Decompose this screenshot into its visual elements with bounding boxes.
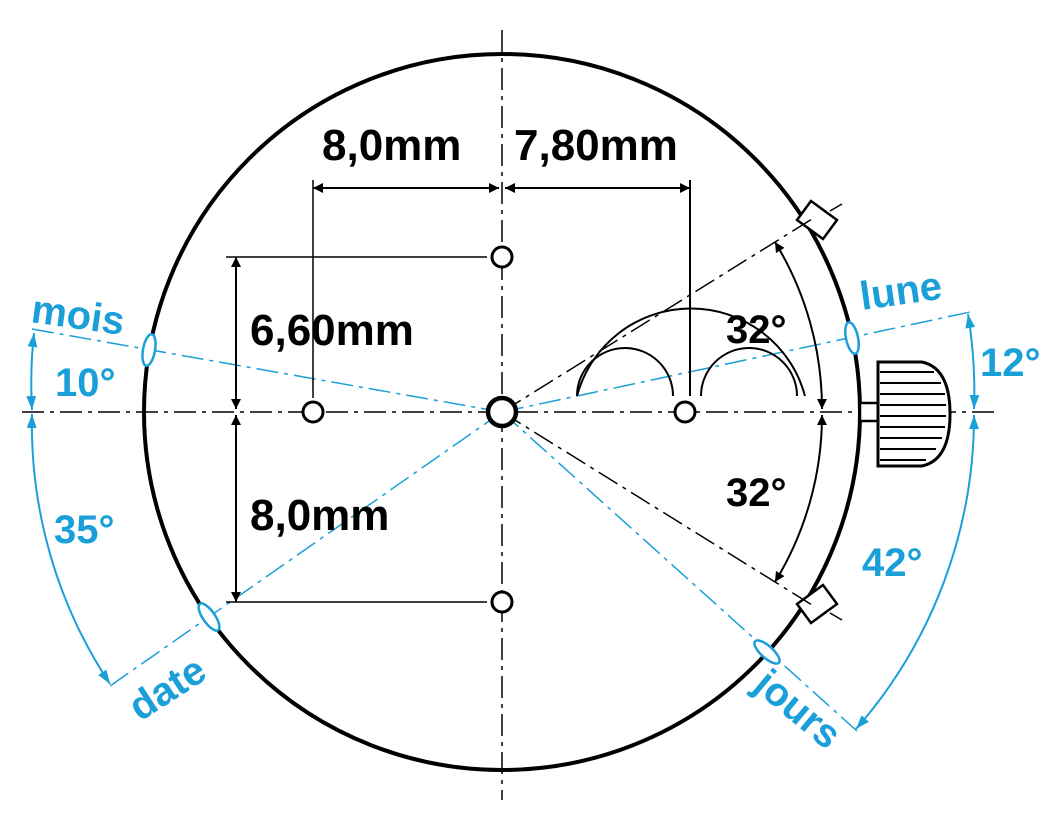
jours-angle-label: 42° (862, 541, 923, 585)
mois-indicator-mark (141, 332, 157, 368)
left-offset-label: 8,0mm (322, 121, 461, 170)
upper-pusher-angle-label: 32° (726, 308, 787, 352)
pusher-icon (795, 199, 843, 241)
upper-pusher-axis (501, 218, 813, 413)
lune-label: lune (857, 264, 945, 319)
date-indicator-mark (197, 602, 221, 632)
lune-indicator-mark (844, 321, 860, 355)
lower-pusher-angle-label: 32° (726, 471, 787, 515)
mois-label: mois (29, 287, 128, 344)
watch-crown-icon (858, 360, 952, 468)
jours-axis (501, 411, 858, 732)
lune-angle-arc (965, 313, 980, 410)
moon-phase-aperture-icon (576, 180, 806, 397)
upper-offset-label: 6,60mm (250, 306, 414, 355)
lune-angle-label: 12° (980, 341, 1041, 385)
date-axis (109, 411, 503, 687)
lune-axis (501, 310, 976, 413)
date-angle-label: 35° (54, 508, 115, 552)
lower-pusher-axis (501, 411, 813, 606)
jours-indicator-mark (753, 639, 781, 665)
moon-hole (673, 400, 697, 424)
pusher-icon (795, 583, 843, 625)
jours-label: jours (745, 661, 849, 758)
mois-angle-label: 10° (55, 361, 116, 405)
right-offset-label: 7,80mm (514, 121, 678, 170)
center-hole (485, 395, 519, 429)
upper-pusher-angle-arc (774, 241, 827, 410)
mois-angle-arc (26, 332, 38, 411)
jours-angle-arc (855, 414, 979, 730)
lower-offset-label: 8,0mm (250, 491, 389, 540)
date-angle-arc (26, 413, 111, 685)
mois-axis (31, 328, 503, 413)
top-hole (490, 245, 514, 269)
date-label: date (121, 648, 214, 730)
bottom-hole (490, 590, 514, 614)
left-hole (301, 400, 325, 424)
lower-pusher-angle-arc (774, 414, 827, 583)
